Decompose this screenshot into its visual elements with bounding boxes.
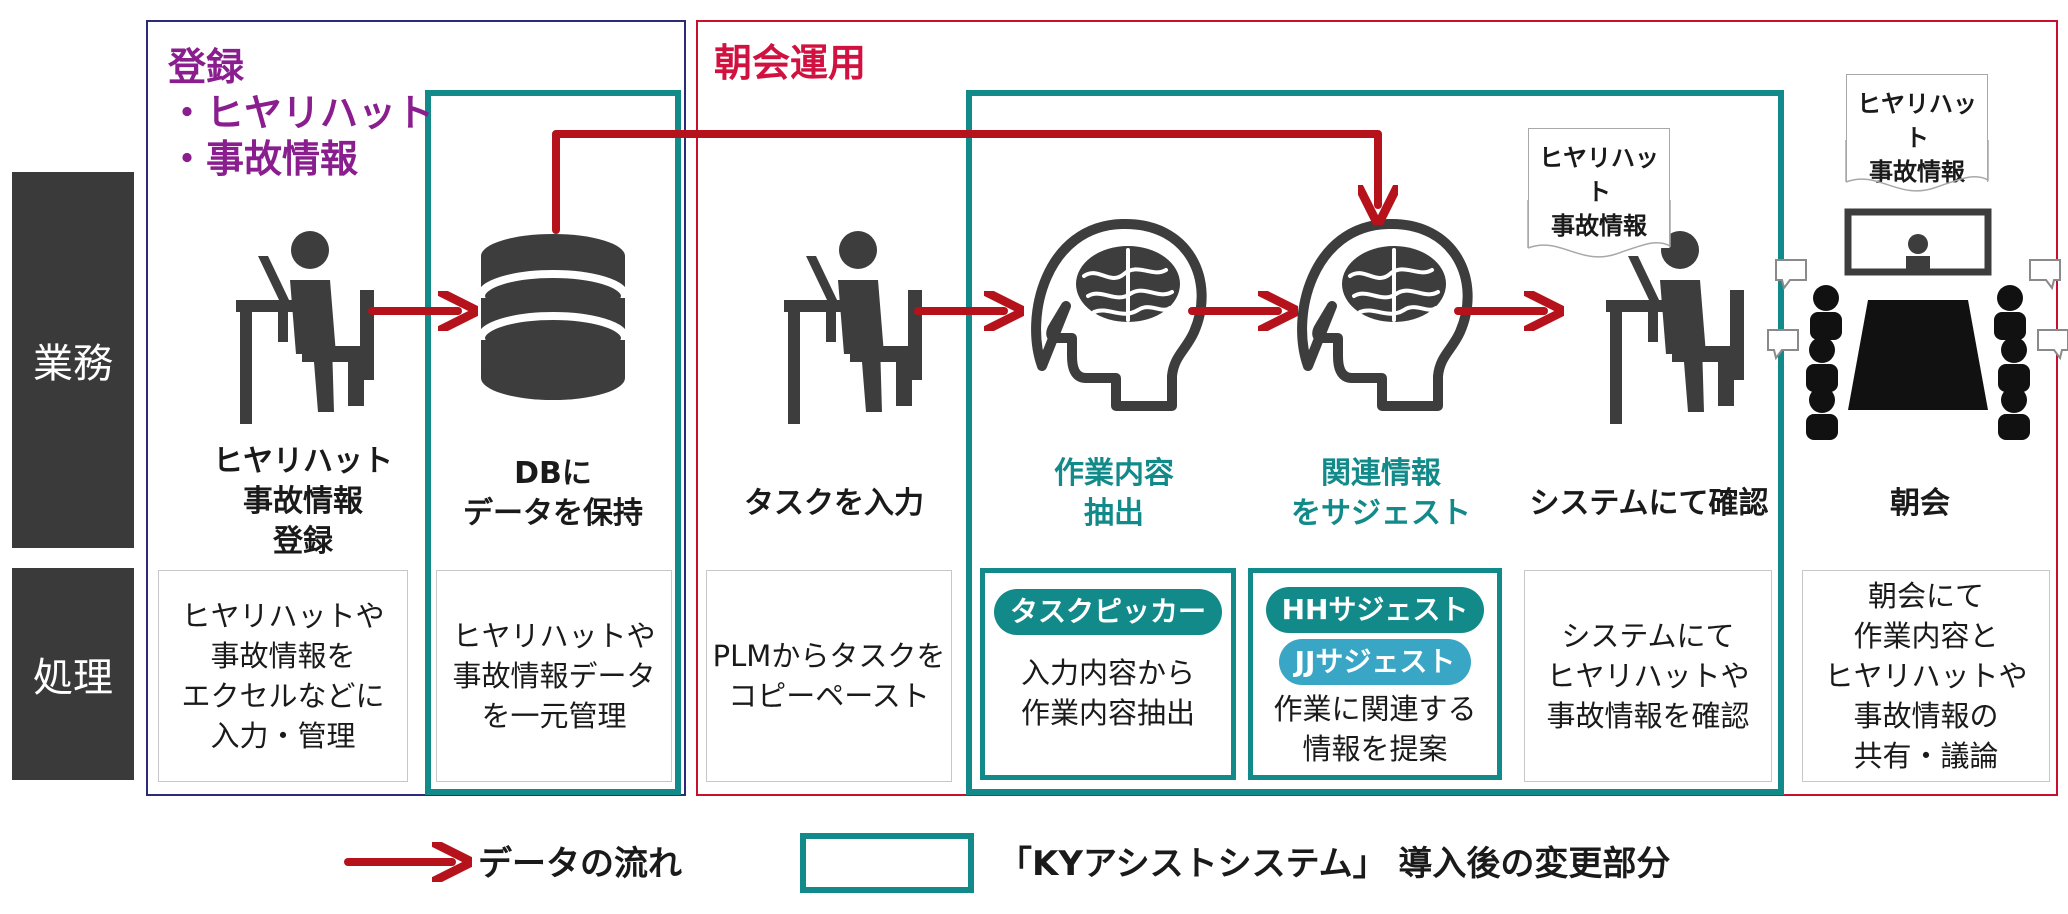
- process-box-register: ヒヤリハットや 事故情報を エクセルなどに 入力・管理: [158, 570, 408, 782]
- jj-suggest-pill: JJサジェスト: [1278, 639, 1472, 685]
- actor-label-confirm: システムにて確認: [1529, 486, 1769, 521]
- actor-label-task-input: タスクを入力: [744, 486, 924, 521]
- actor-label-morning-meeting: 朝会: [1890, 486, 1950, 521]
- changed-area-system: [966, 90, 1784, 795]
- process-box-suggest: HHサジェスト JJサジェスト 作業に関連する 情報を提案: [1248, 568, 1502, 780]
- document-icon: ヒヤリハット 事故情報: [1846, 74, 1988, 186]
- process-text-suggest: 作業に関連する 情報を提案: [1273, 692, 1477, 766]
- actor-label-extract: 作業内容 抽出: [1054, 456, 1174, 531]
- actor-label-db: DBに データを保持: [463, 456, 643, 531]
- actor-label-register: ヒヤリハット 事故情報 登録: [213, 444, 393, 559]
- process-box-extract: タスクピッカー 入力内容から 作業内容抽出: [980, 568, 1236, 780]
- data-flow-arrows: [368, 130, 1544, 311]
- registration-title: 登録 ・ヒヤリハット ・事故情報: [168, 45, 435, 181]
- registration-section: [146, 20, 686, 796]
- actor-label-suggest: 関連情報 をサジェスト: [1291, 456, 1471, 531]
- legend-teal-box-icon: [800, 833, 974, 893]
- row-label-business: 業務: [12, 172, 134, 548]
- legend-change-label: 「KYアシストシステム」 導入後の変更部分: [998, 844, 1671, 884]
- process-box-db: ヒヤリハットや 事故情報データ を一元管理: [436, 570, 672, 782]
- process-box-task-input: PLMからタスクを コピーペースト: [706, 570, 952, 782]
- process-box-morning-meeting: 朝会にて 作業内容と ヒヤリハットや 事故情報の 共有・議論: [1802, 570, 2050, 782]
- meeting-icon: [1767, 208, 2068, 440]
- document-icon: ヒヤリハット 事故情報: [1528, 128, 1670, 248]
- legend-flow-label: データの流れ: [478, 844, 682, 884]
- database-icon: [477, 234, 629, 400]
- task-picker-pill: タスクピッカー: [993, 589, 1222, 635]
- process-text-extract: 入力内容から 作業内容抽出: [1020, 656, 1195, 730]
- morning-operation-title: 朝会運用: [714, 41, 867, 85]
- hh-suggest-pill: HHサジェスト: [1265, 587, 1485, 633]
- process-box-confirm: システムにて ヒヤリハットや 事故情報を確認: [1524, 570, 1772, 782]
- changed-area-db: [425, 90, 681, 795]
- morning-operation-section: [696, 20, 2058, 796]
- row-label-process: 処理: [12, 568, 134, 780]
